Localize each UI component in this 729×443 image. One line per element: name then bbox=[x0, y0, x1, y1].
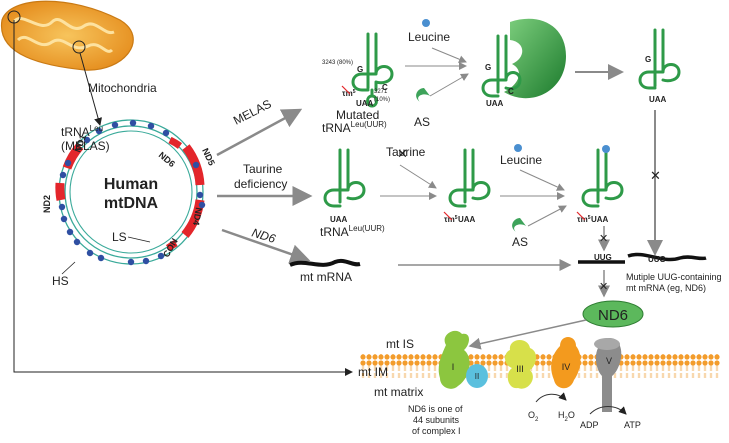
mt-matrix-label: mt matrix bbox=[374, 385, 423, 399]
uaa-label-3: UAA bbox=[458, 215, 476, 224]
leucine-icon bbox=[514, 144, 522, 152]
ls-label: LS bbox=[112, 230, 127, 244]
multiple-uug-label-1: Mutiple UUG-containing bbox=[626, 272, 722, 282]
cross-icon: ✕ bbox=[599, 281, 608, 293]
svg-text:τm5: τm5 bbox=[577, 215, 591, 224]
svg-text:I: I bbox=[452, 362, 455, 372]
human-label: Human bbox=[104, 176, 158, 193]
leucine-icon bbox=[602, 145, 610, 153]
gene-nd4 bbox=[181, 199, 205, 238]
complex-iii: III bbox=[505, 339, 537, 389]
trna-uncharged bbox=[581, 148, 624, 208]
nd6-protein bbox=[582, 300, 644, 328]
as-mid-label: AS bbox=[512, 235, 528, 249]
nd6-arrow-label: ND6 bbox=[250, 225, 277, 246]
mt-im-connector bbox=[13, 20, 353, 376]
mt-is-label: mt IS bbox=[386, 337, 414, 351]
gene-con bbox=[165, 239, 178, 251]
trna-leu-uur-label-2: tRNALeu(UUR) bbox=[320, 224, 385, 239]
adp-label: ADP bbox=[580, 420, 599, 430]
o2-label: O2 bbox=[528, 410, 539, 423]
mt-im-label: mt IM bbox=[358, 365, 388, 379]
svg-text:G: G bbox=[357, 65, 363, 74]
nd6-protein-label: ND6 bbox=[598, 307, 628, 324]
nd2-label: ND2 bbox=[42, 195, 52, 213]
nd6-note-3: of complex I bbox=[412, 426, 461, 436]
mtdna-circle: Human mtDNA LS HS ND1 ND2 ND5 ND4 ND6 CO… bbox=[42, 119, 217, 288]
gene-nd2 bbox=[55, 182, 66, 201]
nd6-arrow bbox=[221, 228, 311, 264]
svg-text:C: C bbox=[508, 87, 514, 96]
cross-icon: ✕ bbox=[650, 168, 661, 183]
h2o-label: H2O bbox=[558, 410, 575, 423]
nd6-gene-label: ND6 bbox=[157, 150, 177, 169]
svg-text:V: V bbox=[606, 356, 612, 366]
mut-3271-pct-label: (10%) bbox=[374, 97, 390, 103]
svg-text:UAA: UAA bbox=[486, 99, 504, 108]
svg-text:C: C bbox=[382, 83, 388, 92]
trna-charged-top: G UAA bbox=[638, 28, 681, 104]
svg-text:G: G bbox=[645, 55, 651, 64]
complex-ii: II bbox=[466, 364, 488, 388]
gene-markers bbox=[58, 119, 206, 266]
svg-text:IV: IV bbox=[562, 362, 571, 372]
tm5-mark-1: τm5 bbox=[342, 89, 356, 98]
mt-mrna-label: mt mRNA bbox=[300, 270, 352, 284]
multiple-uug-label-2: mt mRNA (eg, ND6) bbox=[626, 283, 706, 293]
mitochondrion-icon bbox=[1, 0, 134, 71]
complex-i: I bbox=[438, 330, 470, 389]
leucine-mid-label: Leucine bbox=[500, 153, 542, 167]
taurine-crossed-label: Taurine bbox=[386, 145, 426, 159]
mutated-label: Mutated bbox=[336, 108, 379, 122]
uug-mrna-strand bbox=[578, 252, 707, 264]
taurine-label-1: Taurine bbox=[243, 162, 283, 176]
trna-melas-label: (MELAS) bbox=[61, 139, 110, 153]
svg-text:III: III bbox=[516, 364, 524, 374]
uaa-label-4: UAA bbox=[591, 215, 609, 224]
taurine-label-2: deficiency bbox=[234, 177, 287, 191]
uaa-label-2: UAA bbox=[330, 215, 348, 224]
gene-nd6 bbox=[168, 136, 183, 149]
melas-arrow bbox=[216, 108, 303, 157]
hs-label: HS bbox=[52, 274, 69, 288]
cross-icon: ✕ bbox=[397, 146, 408, 161]
synthetase-complex: G C UAA bbox=[481, 18, 566, 108]
mitochondria-label: Mitochondria bbox=[88, 81, 157, 95]
leucine-icon bbox=[422, 19, 430, 27]
mt-mrna-strand bbox=[289, 258, 361, 267]
trna-normal bbox=[323, 148, 366, 208]
zoom-line bbox=[79, 52, 102, 126]
uug-label-2: UUG bbox=[648, 255, 666, 264]
inner-membrane bbox=[360, 354, 720, 378]
nd4-label: ND4 bbox=[191, 207, 204, 226]
svg-text:II: II bbox=[475, 372, 479, 381]
trna-mutated: G C bbox=[351, 32, 394, 108]
melas-label: MELAS bbox=[231, 97, 274, 128]
aminoacyl-synthetase-icon bbox=[416, 88, 430, 102]
complex-v: V bbox=[594, 337, 622, 412]
nd5-label: ND5 bbox=[200, 147, 217, 168]
nd6-note-2: 44 subunits bbox=[413, 415, 460, 425]
svg-text:UAA: UAA bbox=[649, 95, 667, 104]
atp-label: ATP bbox=[624, 420, 641, 430]
uaa-label-1: UAA bbox=[356, 99, 374, 108]
complex-iv: IV bbox=[551, 337, 581, 389]
trna-taurine-modified bbox=[448, 148, 491, 208]
leucine-top-label: Leucine bbox=[408, 30, 450, 44]
svg-text:G: G bbox=[485, 63, 491, 72]
mtdna-label: mtDNA bbox=[104, 195, 159, 212]
trna-leu-melas-label: tRNALeu bbox=[61, 124, 103, 139]
trna-leu-uur-label-1: tRNALeu(UUR) bbox=[322, 120, 387, 135]
cross-icon: ✕ bbox=[599, 233, 608, 245]
gene-nd1 bbox=[62, 143, 84, 170]
uug-label-1: UUG bbox=[594, 253, 612, 262]
nd6-note-1: ND6 is one of bbox=[408, 404, 463, 414]
mut-3271-label: 3271 bbox=[374, 89, 388, 95]
aminoacyl-synthetase-icon bbox=[512, 218, 526, 232]
mut-3243-label: 3243 (80%) bbox=[322, 60, 353, 66]
as-top-label: AS bbox=[414, 115, 430, 129]
svg-text:τm5: τm5 bbox=[444, 215, 458, 224]
